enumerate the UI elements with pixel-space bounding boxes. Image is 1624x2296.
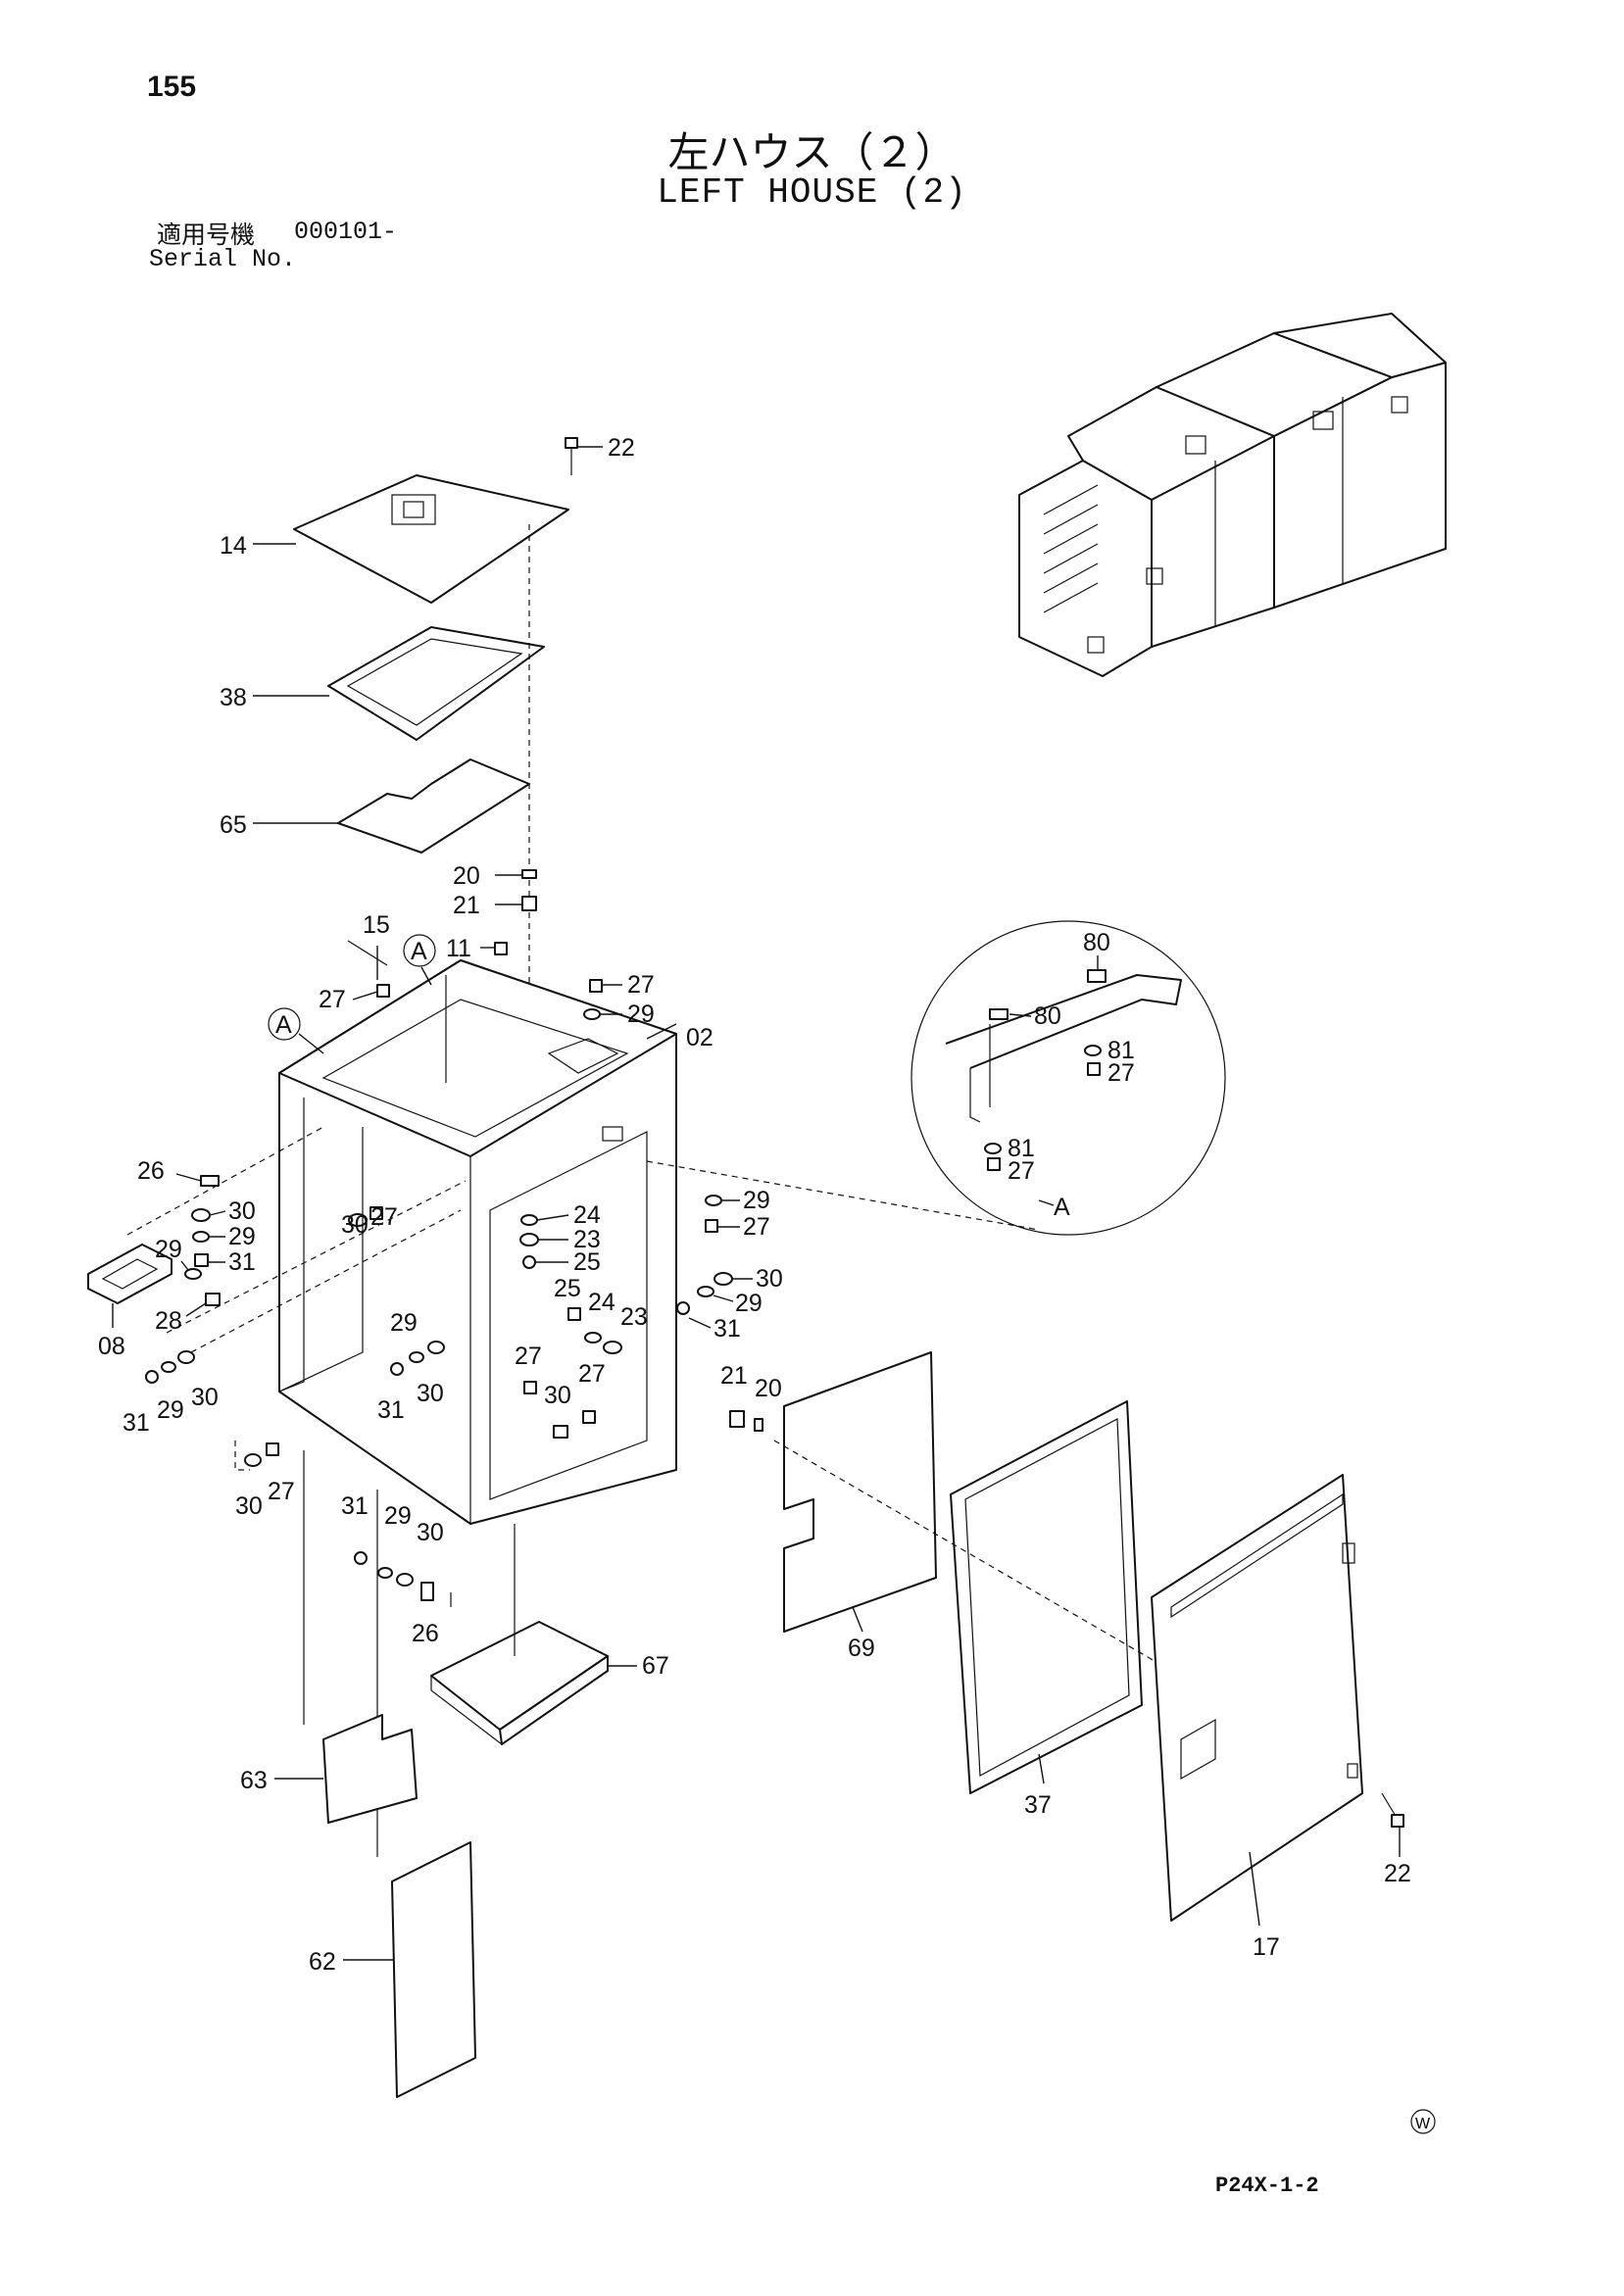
page-title-japanese: 左ハウス（２） [667,128,957,176]
callout-17: 17 [1253,1933,1280,1961]
detail-marker-a-2: A [275,1011,292,1039]
detail-marker-a-1: A [411,938,427,965]
callout-81-lower: 81 [1008,1135,1035,1162]
callout-80-upper: 80 [1083,929,1110,956]
insulation-panel-62 [391,1841,476,2098]
callout-26-upper: 26 [137,1157,165,1185]
callout-27-detail-lower: 27 [1008,1157,1035,1185]
callout-24-upper: 24 [573,1201,601,1229]
top-cover-plate [293,474,569,604]
page-number: 155 [147,71,197,103]
callout-30-bottom-left: 30 [235,1492,263,1520]
callout-02: 02 [686,1024,714,1051]
callout-25-upper: 25 [573,1248,601,1276]
callout-62: 62 [309,1948,336,1976]
callout-20-top: 20 [453,862,480,890]
callout-14: 14 [220,532,247,560]
callout-08: 08 [98,1333,125,1360]
insulation-panel-63 [322,1714,418,1824]
callout-27-detail-upper: 27 [1107,1059,1135,1087]
serial-value: 000101- [294,218,398,246]
callout-15: 15 [363,911,390,939]
callout-29-center: 29 [390,1309,418,1337]
callout-25-middle: 25 [554,1275,581,1302]
callout-31-center: 31 [377,1396,405,1424]
callout-26-lower: 26 [412,1620,439,1647]
floor-plate-67 [430,1621,609,1745]
callout-31-left: 31 [228,1248,256,1276]
callout-29-bottom: 29 [384,1502,412,1530]
callout-11: 11 [446,935,471,962]
seal-ring-38 [327,626,545,741]
callout-30-left: 30 [228,1197,256,1225]
callout-21-right: 21 [720,1362,748,1390]
callout-23-upper: 23 [573,1226,601,1253]
callout-27-top-left: 27 [319,986,346,1013]
callout-29-lower-left: 29 [157,1396,184,1424]
callout-27-upper-mid: 27 [370,1203,398,1231]
callout-65: 65 [220,811,247,839]
callout-24-middle: 24 [588,1289,615,1316]
callout-37: 37 [1024,1791,1052,1819]
bracket-08 [87,1244,172,1304]
side-insulation-69 [783,1351,937,1633]
callout-28: 28 [155,1307,182,1335]
machine-overview-illustration [1018,313,1447,677]
callout-27-bottom-left: 27 [268,1478,295,1505]
door-seal-ring-37 [950,1400,1143,1794]
detail-label-a: A [1054,1194,1070,1221]
manufacturer-mark-letter: W [1415,2116,1431,2132]
callout-63: 63 [240,1767,268,1794]
callout-27-top-right: 27 [627,971,655,999]
figure-code: P24X-1-2 [1215,2174,1319,2198]
callout-30-upper-mid: 30 [341,1211,369,1239]
callout-23-middle: 23 [620,1303,648,1331]
callout-29-left: 29 [228,1223,256,1250]
callout-30-right: 30 [756,1265,783,1293]
page-title-english: LEFT HOUSE (2) [657,172,967,213]
callout-22-door: 22 [1384,1860,1411,1887]
main-house-frame-02 [278,959,677,1525]
manufacturer-mark-icon [1410,2109,1436,2134]
callout-67: 67 [642,1652,669,1680]
callout-31-lower-left: 31 [123,1409,150,1437]
callout-29-right-upper: 29 [743,1187,770,1214]
callout-27-center-right: 27 [578,1360,606,1388]
callout-31-bottom: 31 [341,1492,369,1520]
callout-29-bracket: 29 [155,1236,182,1263]
callout-27-center-left: 27 [515,1343,542,1370]
callout-29-right-lower: 29 [735,1290,763,1317]
callout-69: 69 [848,1635,875,1662]
callout-38: 38 [220,684,247,711]
callout-29-top-right: 29 [627,1001,655,1028]
callout-30-center: 30 [417,1380,444,1407]
callout-30-center-low: 30 [544,1382,571,1409]
insulation-pad-65 [337,758,530,854]
callout-27-right: 27 [743,1213,770,1241]
left-house-door-17 [1151,1474,1363,1922]
callout-30-lower-left: 30 [191,1384,219,1411]
callout-20-right: 20 [755,1375,782,1402]
callout-31-right: 31 [714,1315,741,1343]
callout-22-top: 22 [608,434,635,462]
detail-marker-circle-a2 [268,1007,301,1041]
detail-marker-circle-a1 [403,934,436,967]
serial-label-english: Serial No. [149,245,297,273]
bolt-22-top [565,437,578,475]
callout-30-bottom: 30 [417,1519,444,1546]
serial-label-japanese: 適用号機 [157,220,256,249]
callout-81-upper: 81 [1107,1037,1135,1064]
callout-21-top: 21 [453,892,480,919]
callout-80-lower: 80 [1034,1002,1061,1030]
detail-view-a [910,920,1226,1236]
